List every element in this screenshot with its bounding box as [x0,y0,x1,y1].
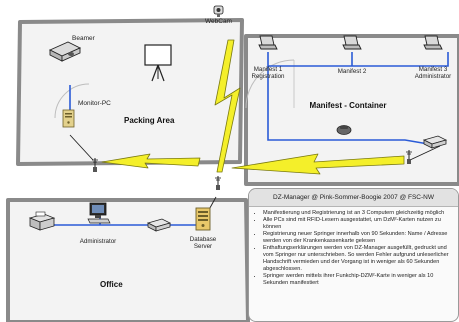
manifest1-sublabel: Registration [251,73,285,80]
administrator-label: Administrator [80,238,116,245]
beamer-label: Beamer [72,35,96,42]
office-title: Office [100,280,123,289]
webcam-icon [213,5,224,17]
database-label: Database [190,236,217,243]
network-switch-icon [422,135,448,149]
webcam-label: WebCam [205,18,232,25]
packing-area-room [16,18,244,166]
network-switch-icon [146,218,172,232]
info-bullet-item: Registrierung neuer Springer innerhalb v… [263,231,454,245]
lightning-icon [101,153,201,169]
manifest3-label: Manifest 3 [419,66,448,73]
info-title: DZ-Manager @ Pink-Sommer-Boogie 2007 @ F… [249,189,458,207]
computer-icon [87,202,111,224]
info-bullet-item: Alle PCs sind mit RFID-Lesern ausgestatt… [263,217,454,231]
flipchart-icon [144,44,172,82]
manifest-to-switch-cable [267,66,441,147]
info-panel: DZ-Manager @ Pink-Sommer-Boogie 2007 @ F… [248,188,459,322]
projector-icon [48,41,82,62]
info-bullet-item: Springer werden mittels ihrer Funkchip-D… [263,273,454,287]
info-bullet-item: Enthaftungserklärungen werden von DZ-Man… [263,245,454,272]
computer-icon [62,109,75,128]
manifest-container-title: Manifest - Container [310,101,387,110]
packing-area-title: Packing Area [124,116,175,125]
phone-icon [336,125,352,135]
manifest1-label: Manifest 1 [254,66,283,73]
printer-icon [28,211,56,231]
info-bullet-list: Manifestierung und Registrierung ist an … [249,210,458,287]
monitor-pc-label: Monitor-PC [78,100,111,107]
manifest-cable-backbone [267,52,449,67]
server-icon [195,207,211,231]
lightning-icon [231,153,405,175]
manifest-container-room [244,34,459,186]
manifest2-label: Manifest 2 [338,68,367,75]
office-room [6,198,250,322]
antenna-icon [214,175,222,191]
manifest-antenna-cable [409,145,441,161]
database-sublabel: Server [194,243,212,250]
manifest3-sublabel: Administrator [415,73,451,80]
packing-antenna-cable [69,134,94,161]
info-bullet-item: Manifestierung und Registrierung ist an … [263,210,454,217]
lightning-icon [214,39,241,173]
